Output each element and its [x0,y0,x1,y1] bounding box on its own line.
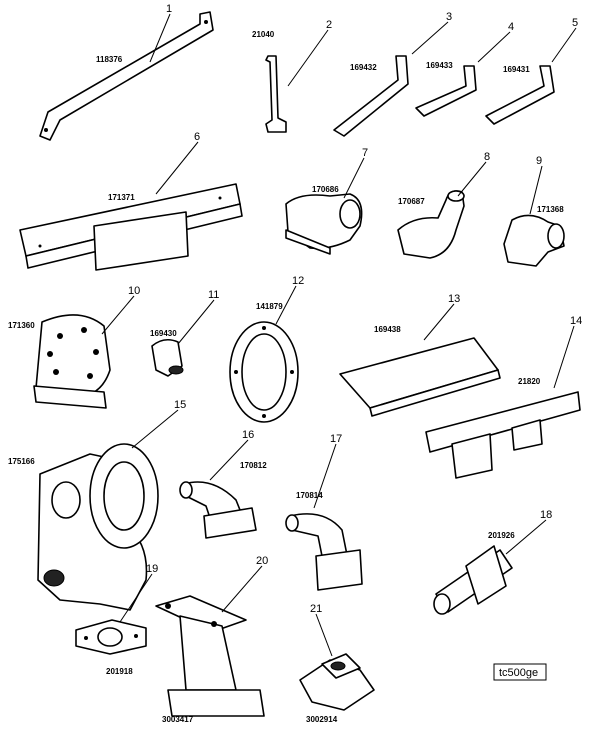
pn-21: 3002914 [306,715,338,724]
pn-20: 3003417 [162,715,194,724]
part-17-elbow [285,513,363,591]
ref-11: 11 [208,289,219,301]
pn-10: 171360 [8,321,35,330]
pn-7: 170686 [312,185,339,194]
ref-16: 16 [242,429,254,441]
pn-16: 170812 [240,461,267,470]
part-20-support [155,595,265,717]
part-11-elbow [151,338,184,377]
part-21-flange [299,653,375,711]
part-8-elbow [397,190,465,259]
pn-5: 169431 [503,65,530,74]
pn-6: 171371 [108,193,135,202]
ref-12: 12 [292,275,304,287]
part-6-channel [19,183,243,271]
pn-1: 118376 [96,55,123,64]
figure-tag: tc500ge [499,667,538,679]
part-4-bracket [415,65,477,117]
part-9-elbow [503,214,565,267]
ref-7: 7 [362,147,368,159]
pn-13: 169438 [374,325,401,334]
pn-3: 169432 [350,63,377,72]
pn-19: 201918 [106,667,133,676]
pn-14: 21820 [518,377,541,386]
ref-10: 10 [128,285,140,297]
part-18-fitting [433,545,513,615]
part-5-bracket [485,65,555,125]
figure-tag-box [493,663,547,681]
pn-15: 175166 [8,457,35,466]
ref-1: 1 [166,3,172,15]
part-13-plate [339,337,501,417]
ref-3: 3 [446,11,452,23]
part-2-bracket [265,55,287,133]
pn-8: 170687 [398,197,425,206]
part-19-gasket [75,619,147,655]
ref-13: 13 [448,293,460,305]
part-7-elbow [285,193,363,255]
part-10-housing [33,314,111,409]
ref-19: 19 [146,563,158,575]
ref-20: 20 [256,555,268,567]
part-14-plate [425,391,581,479]
pn-11: 169430 [150,329,177,338]
ref-6: 6 [194,131,200,143]
part-12-gasket [229,321,299,423]
pn-4: 169433 [426,61,453,70]
pn-12: 141879 [256,302,283,311]
part-1-bracket [39,11,214,141]
ref-9: 9 [536,155,542,167]
ref-21: 21 [310,603,322,615]
ref-8: 8 [484,151,490,163]
ref-15: 15 [174,399,186,411]
ref-14: 14 [570,315,582,327]
pn-18: 201926 [488,531,515,540]
ref-5: 5 [572,17,578,29]
ref-17: 17 [330,433,342,445]
part-15-housing [37,443,159,611]
pn-2: 21040 [252,30,275,39]
part-3-bracket [333,55,409,137]
ref-2: 2 [326,19,332,31]
ref-18: 18 [540,509,552,521]
ref-4: 4 [508,21,514,33]
part-16-elbow [179,481,257,539]
pn-17: 170814 [296,491,323,500]
pn-9: 171368 [537,205,564,214]
